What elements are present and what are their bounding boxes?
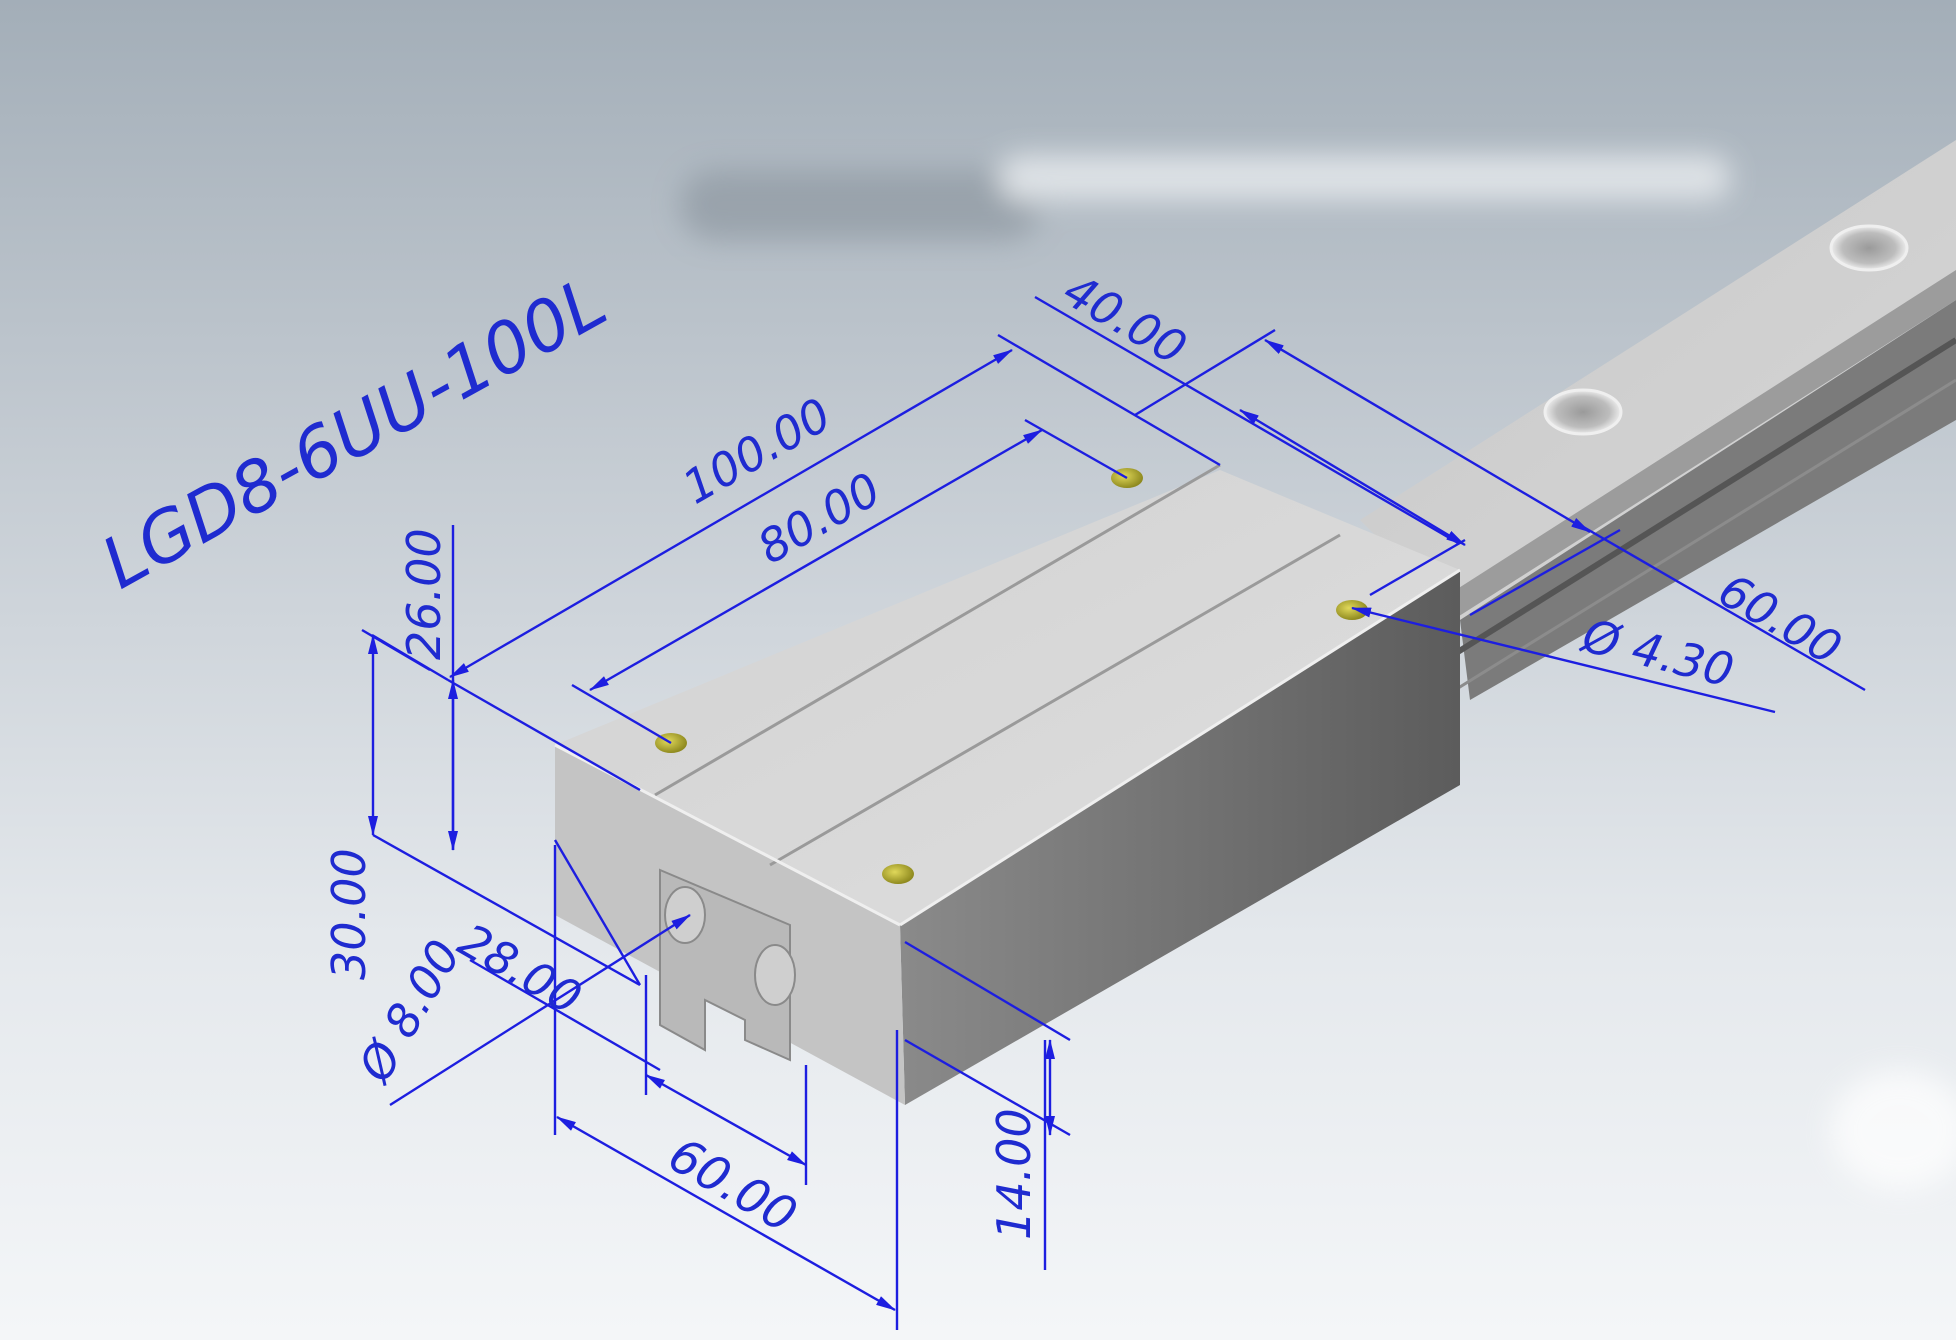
- dimension-lines: [361, 295, 1866, 1330]
- rail-hole: [1543, 388, 1623, 436]
- dim-base-height: 14.00: [987, 1108, 1041, 1240]
- dim-height-26: 26.00: [397, 528, 451, 660]
- blurred-watermark: [680, 155, 1956, 1190]
- rail-hole: [1829, 224, 1909, 272]
- dim-height-30: 30.00: [322, 848, 376, 980]
- screw-head: [882, 864, 914, 884]
- carriage-block: [554, 463, 1461, 1105]
